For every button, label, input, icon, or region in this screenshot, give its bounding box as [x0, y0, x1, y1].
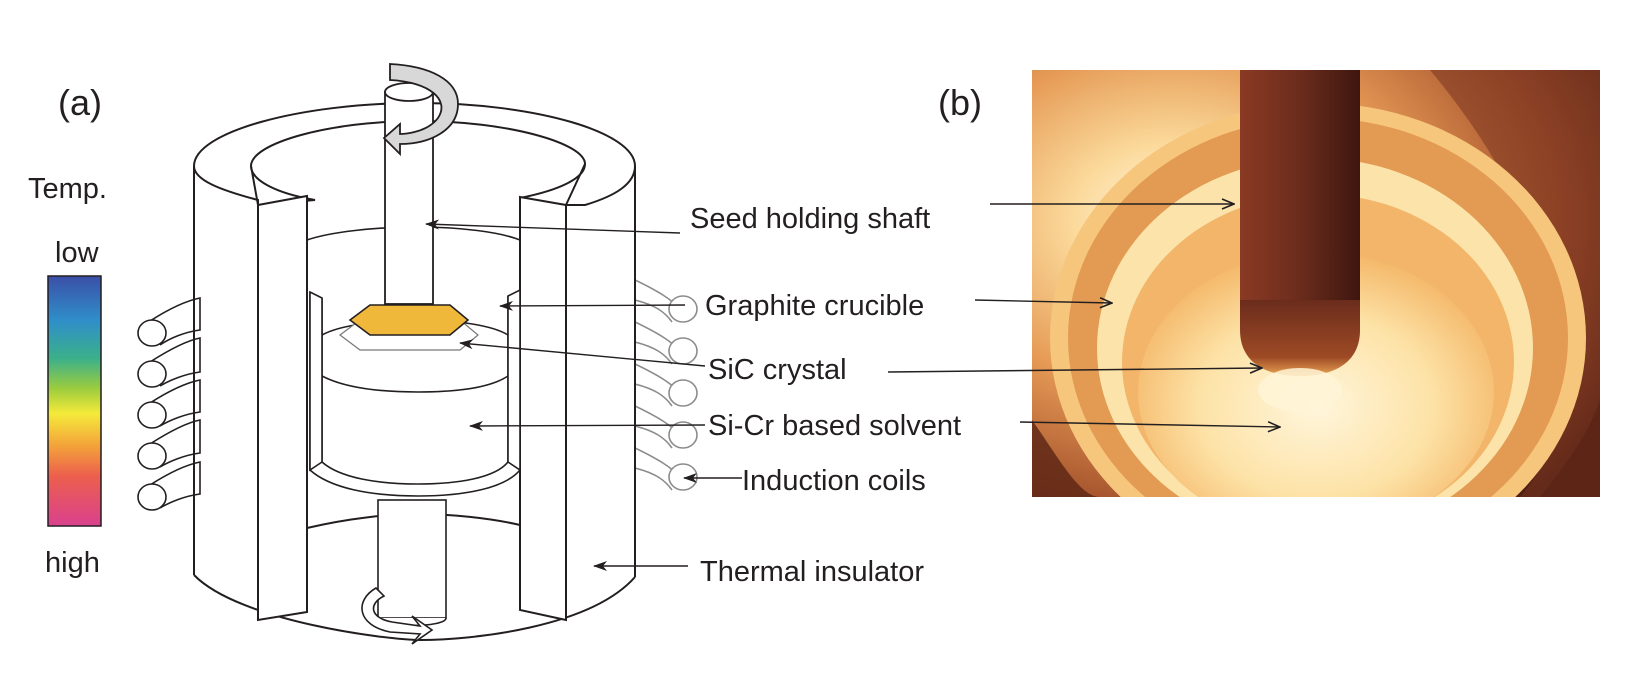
temperature-scale: Temp. low high [28, 173, 107, 579]
label-thermal-insulator: Thermal insulator [700, 556, 924, 588]
process-photo [1032, 70, 1600, 497]
temp-scale-high-label: high [45, 547, 100, 579]
label-induction-coils: Induction coils [742, 465, 926, 497]
panel-a-callouts: Seed holding shaft Graphite crucible SiC… [425, 203, 961, 588]
panel-b: (b) [887, 70, 1600, 497]
bottom-shaft [361, 499, 447, 645]
coils-left [137, 297, 201, 511]
rotation-arrow-bottom-icon [361, 587, 434, 645]
rotation-arrow-top-icon [382, 63, 459, 157]
label-sic-crystal: SiC crystal [708, 354, 847, 386]
panel-a: (a) Temp. low high [28, 63, 961, 645]
label-seed-holding-shaft: Seed holding shaft [690, 203, 930, 235]
label-solvent: Si-Cr based solvent [708, 410, 961, 442]
sic-crystal [339, 304, 479, 351]
temp-scale-title: Temp. [28, 173, 107, 205]
seed-holding-shaft [382, 63, 459, 305]
label-graphite-crucible: Graphite crucible [705, 290, 924, 322]
panel-b-arrows [887, 204, 1280, 427]
panel-b-label: (b) [938, 82, 982, 123]
temp-color-bar [47, 275, 102, 527]
coils-right [634, 279, 698, 491]
panel-a-label: (a) [58, 82, 102, 123]
temp-scale-low-label: low [55, 237, 100, 269]
